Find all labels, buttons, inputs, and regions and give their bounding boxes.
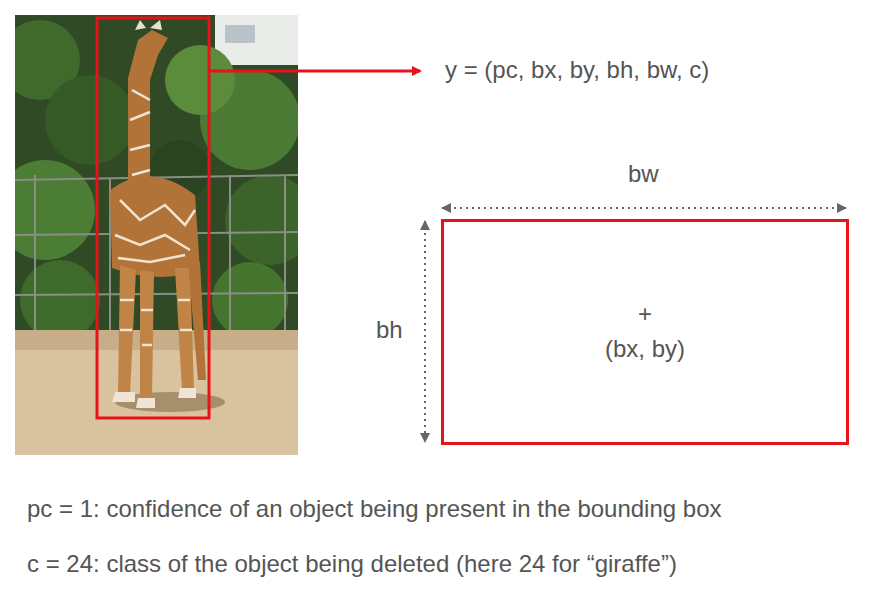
giraffe-photo bbox=[15, 15, 298, 455]
formula: y = (pc, bx, by, bh, bw, c) bbox=[445, 56, 709, 85]
center-mark: + bbox=[638, 300, 652, 329]
pointer-arrow bbox=[209, 70, 420, 73]
bounding-box bbox=[97, 18, 209, 418]
dimension-label: bh bbox=[376, 316, 403, 345]
note: c = 24: class of the object being delete… bbox=[27, 550, 677, 579]
giraffe bbox=[110, 20, 206, 408]
dimension-label: bw bbox=[628, 160, 659, 189]
height-dimension bbox=[424, 221, 426, 442]
width-dimension bbox=[442, 207, 846, 209]
center-label: (bx, by) bbox=[605, 335, 685, 364]
bounding-box-shape: + (bx, by) bbox=[441, 219, 849, 445]
note: pc = 1: confidence of an object being pr… bbox=[27, 495, 722, 524]
